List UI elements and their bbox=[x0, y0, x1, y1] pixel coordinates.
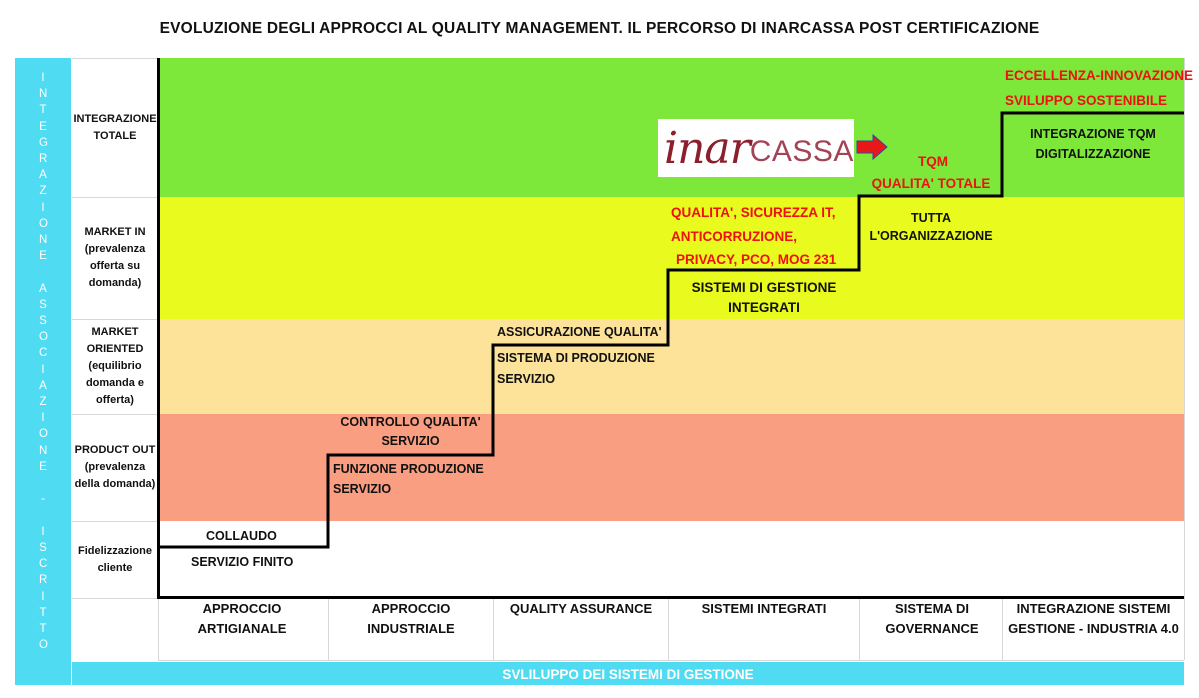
column-label-artigianale: APPROCCIO ARTIGIANALE bbox=[197, 601, 287, 636]
side-axis-letter: R bbox=[39, 574, 48, 587]
row-label-fidelizzazione: Fidelizzazione cliente bbox=[78, 544, 152, 574]
step6-below-label: INTEGRAZIONE TQM DIGITALIZZAZIONE bbox=[1030, 127, 1156, 161]
side-axis-letter: I bbox=[41, 525, 45, 538]
step2-below-label: FUNZIONE PRODUZIONE SERVIZIO bbox=[333, 462, 484, 496]
column-label-governance: SISTEMA DI GOVERNANCE bbox=[885, 601, 979, 636]
side-axis-letter: E bbox=[39, 120, 47, 133]
step4-red-line1: QUALITA', SICUREZZA IT, bbox=[671, 205, 836, 220]
grid-line bbox=[1002, 598, 1003, 660]
column-label-quality-assurance: QUALITY ASSURANCE bbox=[509, 601, 653, 616]
side-axis-letter: S bbox=[39, 541, 47, 554]
side-axis-letter: R bbox=[39, 153, 48, 166]
grid-line bbox=[493, 598, 494, 660]
grid-line bbox=[72, 598, 158, 599]
band-market-oriented bbox=[158, 319, 1184, 414]
row-label-integrazione-totale: INTEGRAZIONE TOTALE bbox=[73, 112, 157, 142]
column-label-industria-4: INTEGRAZIONE SISTEMI GESTIONE - INDUSTRI… bbox=[1008, 601, 1179, 636]
side-axis-letter: T bbox=[39, 622, 47, 635]
grid-line bbox=[72, 319, 158, 320]
row-label-market-oriented: MARKET ORIENTED (equilibrio domanda e of… bbox=[85, 326, 145, 406]
step6-red-line1: ECCELLENZA-INNOVAZIONE bbox=[1005, 68, 1193, 83]
column-label-sistemi-integrati: SISTEMI INTEGRATI bbox=[701, 601, 827, 616]
step6-red-line2: SVILUPPO SOSTENIBILE bbox=[1005, 93, 1168, 108]
side-axis-letter: O bbox=[39, 217, 48, 230]
side-axis-letter: I bbox=[41, 72, 45, 84]
side-axis-letter: C bbox=[39, 347, 48, 360]
grid-line bbox=[668, 598, 669, 660]
step4-red-line3: PRIVACY, PCO, MOG 231 bbox=[676, 252, 837, 267]
grid-line bbox=[72, 197, 158, 198]
step3-below-label: SISTEMA DI PRODUZIONE SERVIZIO bbox=[497, 351, 655, 386]
grid-line bbox=[72, 414, 158, 415]
step1-above-label: COLLAUDO bbox=[206, 529, 277, 543]
side-axis-letter: E bbox=[39, 460, 47, 473]
side-axis-letter: I bbox=[41, 201, 45, 214]
grid-line bbox=[328, 598, 329, 660]
side-axis-letter: Z bbox=[39, 396, 47, 409]
side-axis-letter: I bbox=[41, 363, 45, 376]
bottom-axis-label: SVLILUPPO DEI SISTEMI DI GESTIONE bbox=[72, 662, 1184, 685]
side-axis-letter: O bbox=[39, 331, 48, 344]
side-axis-letter: A bbox=[39, 379, 47, 392]
side-axis-letter: - bbox=[41, 493, 45, 506]
arrow-icon bbox=[856, 133, 888, 161]
grid-line bbox=[72, 58, 158, 59]
side-axis-letter: Z bbox=[39, 185, 47, 198]
staircase-line bbox=[158, 111, 1184, 549]
step5-below-label: TUTTA L'ORGANIZZAZIONE bbox=[869, 211, 993, 243]
side-axis-letter: N bbox=[39, 444, 48, 457]
side-axis-letter: N bbox=[39, 234, 48, 247]
side-axis-letter: O bbox=[39, 428, 48, 441]
side-axis-letter: S bbox=[39, 298, 47, 311]
side-axis-letter: I bbox=[41, 590, 45, 603]
diagram-title: EVOLUZIONE DEGLI APPROCCI AL QUALITY MAN… bbox=[159, 20, 1040, 37]
side-axis-letter: E bbox=[39, 250, 47, 263]
step2-above-label: CONTROLLO QUALITA' SERVIZIO bbox=[340, 415, 481, 448]
side-axis-letter: A bbox=[39, 169, 47, 182]
step3-above-label: ASSICURAZIONE QUALITA' bbox=[497, 325, 662, 339]
step5-red-line2: QUALITA' TOTALE bbox=[871, 176, 991, 191]
grid-line bbox=[72, 521, 158, 522]
side-axis-letter: T bbox=[39, 606, 47, 619]
grid-line bbox=[859, 598, 860, 660]
side-axis-letter: G bbox=[39, 136, 48, 149]
band-market-in bbox=[158, 197, 1184, 319]
side-axis-letter: N bbox=[39, 88, 48, 101]
grid-line bbox=[1184, 58, 1185, 660]
step4-below-label: SISTEMI DI GESTIONE INTEGRATI bbox=[691, 280, 837, 315]
grid-line bbox=[158, 660, 1184, 661]
row-label-market-in: MARKET IN (prevalenza offerta su domanda… bbox=[84, 226, 146, 289]
logo-text-part1: inar bbox=[664, 122, 751, 174]
side-axis-letter: I bbox=[41, 412, 45, 425]
step4-red-line2: ANTICORRUZIONE, bbox=[671, 229, 797, 244]
side-axis-letter: S bbox=[39, 315, 47, 328]
side-axis-letter: T bbox=[39, 104, 47, 117]
side-axis-letter: O bbox=[39, 639, 48, 652]
row-label-product-out: PRODUCT OUT (prevalenza della domanda) bbox=[74, 444, 156, 490]
column-label-industriale: APPROCCIO INDUSTRIALE bbox=[367, 601, 455, 636]
grid-line bbox=[158, 598, 159, 660]
logo-text-part2: CASSA bbox=[749, 135, 854, 168]
step5-red-line1: TQM bbox=[918, 154, 948, 169]
side-axis-letter: C bbox=[39, 558, 48, 571]
side-axis-letter: A bbox=[39, 282, 47, 295]
step1-below-label: SERVIZIO FINITO bbox=[191, 555, 294, 569]
